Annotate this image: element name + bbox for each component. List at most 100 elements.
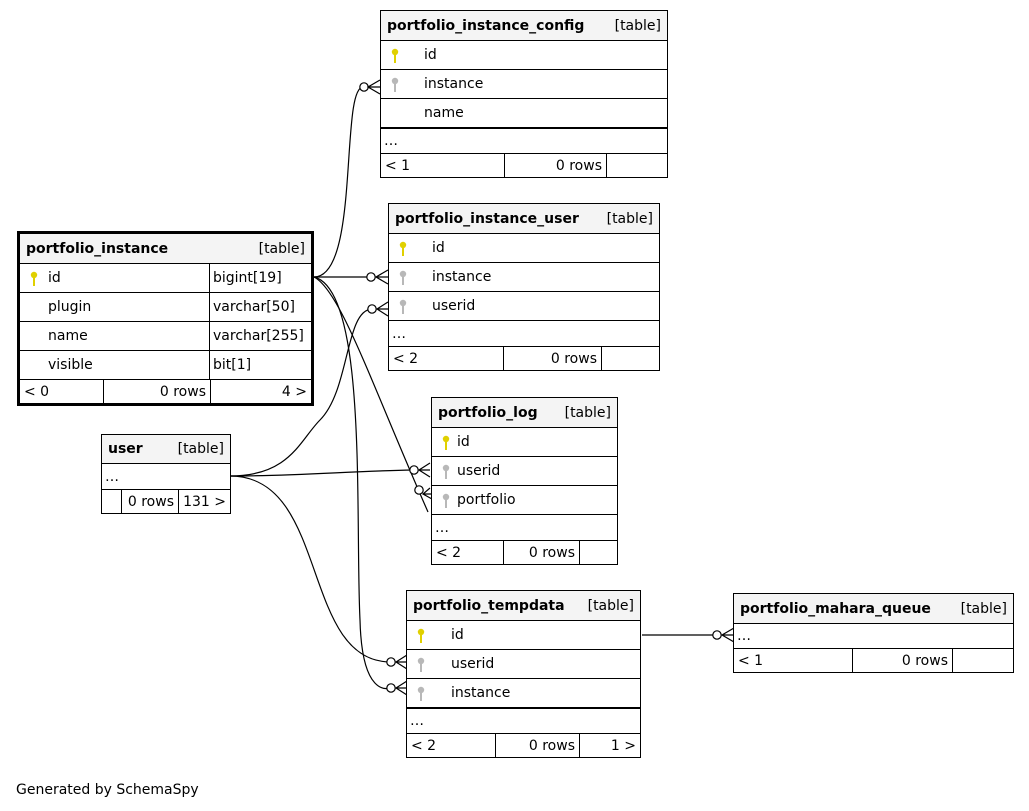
edge-instance-config [313, 86, 364, 278]
column-row: id [381, 40, 667, 69]
table-footer: < 2 0 rows 1 > [407, 733, 640, 757]
parents-count[interactable]: < 1 [738, 652, 764, 669]
column-name: instance [451, 685, 511, 701]
children-count[interactable] [601, 347, 659, 370]
table-name: portfolio_instance_user [395, 210, 579, 227]
row-count: 0 rows [121, 490, 178, 513]
column-name: userid [457, 463, 501, 479]
more-columns-ellipsis: … [407, 707, 640, 733]
table-footer: < 1 0 rows [381, 153, 667, 177]
row-count: 0 rows [504, 154, 606, 177]
foreign-key-icon [442, 493, 450, 508]
parents-count[interactable]: < 0 [24, 383, 50, 400]
row-count: 0 rows [495, 734, 579, 757]
children-count[interactable] [579, 541, 617, 564]
crowfoot-icon [394, 680, 408, 696]
parents-count[interactable] [102, 490, 121, 513]
foreign-key-icon [399, 270, 407, 285]
more-columns-ellipsis: … [734, 623, 1013, 648]
crowfoot-icon [417, 462, 431, 478]
crowfoot-icon [720, 627, 735, 643]
table-portfolio-mahara-queue[interactable]: portfolio_mahara_queue [table] … < 1 0 r… [733, 593, 1014, 673]
edge-user-instance-user [229, 308, 373, 477]
children-count[interactable]: 1 > [579, 734, 640, 757]
column-name: plugin [48, 299, 92, 315]
row-count: 0 rows [852, 649, 952, 672]
edge-end-circle [712, 630, 722, 640]
edge-log-portfolio [313, 276, 429, 513]
edge-end-circle [367, 304, 377, 314]
table-header: portfolio_mahara_queue [table] [734, 594, 1013, 623]
column-row: instance [389, 262, 659, 291]
edge-end-circle [366, 272, 376, 282]
column-name: id [424, 47, 437, 63]
crowfoot-icon [366, 79, 381, 95]
column-row: portfolio [432, 485, 617, 514]
primary-key-icon [399, 241, 407, 256]
primary-key-icon [30, 271, 38, 286]
table-type-tag: [table] [258, 240, 305, 257]
column-name: portfolio [457, 492, 516, 508]
table-name: portfolio_tempdata [413, 597, 565, 614]
column-name: userid [451, 656, 495, 672]
column-name: name [424, 105, 464, 121]
parents-count[interactable]: < 2 [436, 544, 462, 561]
column-name: instance [432, 269, 492, 285]
parents-count[interactable]: < 2 [411, 737, 437, 754]
generated-by-footer: Generated by SchemaSpy [16, 782, 199, 798]
table-type-tag: [table] [564, 404, 611, 421]
row-count: 0 rows [503, 541, 579, 564]
table-name: portfolio_instance [26, 240, 169, 257]
table-type-tag: [table] [587, 597, 634, 614]
children-count[interactable] [606, 154, 667, 177]
column-name: id [48, 270, 61, 286]
table-portfolio-instance[interactable]: portfolio_instance [table] id bigint[19]… [17, 231, 314, 406]
edge-end-circle [409, 465, 419, 475]
column-type: bigint[19] [209, 264, 282, 292]
foreign-key-icon [417, 686, 425, 701]
parents-count[interactable]: < 2 [393, 350, 419, 367]
column-row: instance [381, 69, 667, 98]
column-type: varchar[50] [209, 293, 295, 321]
crowfoot-icon [374, 269, 389, 285]
parents-count[interactable]: < 1 [385, 157, 411, 174]
column-row: userid [407, 649, 640, 678]
children-count[interactable] [952, 649, 1013, 672]
column-row: userid [432, 456, 617, 485]
foreign-key-icon [399, 299, 407, 314]
edge-tempdata-instance [313, 276, 392, 690]
edge-user-tempdata [229, 475, 392, 663]
column-row: visible bit[1] [20, 350, 311, 379]
foreign-key-icon [391, 77, 399, 92]
column-type: bit[1] [209, 351, 251, 379]
table-name: portfolio_mahara_queue [740, 600, 931, 617]
crowfoot-icon [394, 654, 408, 670]
table-user[interactable]: user [table] … 0 rows 131 > [101, 434, 231, 514]
edge-end-circle [386, 657, 396, 667]
table-portfolio-log[interactable]: portfolio_log [table] id userid portfoli… [431, 397, 618, 565]
table-portfolio-instance-config[interactable]: portfolio_instance_config [table] id ins… [380, 10, 668, 178]
edge-user-log [229, 469, 414, 477]
crowfoot-icon [375, 301, 389, 317]
table-footer: < 1 0 rows [734, 648, 1013, 672]
edge-end-circle [386, 683, 396, 693]
table-name: user [108, 441, 143, 457]
more-columns-ellipsis: … [432, 514, 617, 540]
foreign-key-icon [417, 657, 425, 672]
foreign-key-icon [442, 464, 450, 479]
column-row: plugin varchar[50] [20, 292, 311, 321]
children-count[interactable]: 4 > [210, 380, 311, 403]
table-portfolio-tempdata[interactable]: portfolio_tempdata [table] id userid ins… [406, 590, 641, 758]
table-footer: < 2 0 rows [432, 540, 617, 564]
column-name: name [48, 328, 88, 344]
column-name: userid [432, 298, 476, 314]
row-count: 0 rows [503, 347, 601, 370]
table-portfolio-instance-user[interactable]: portfolio_instance_user [table] id insta… [388, 203, 660, 371]
table-header: portfolio_instance [table] [20, 234, 311, 263]
children-count[interactable]: 131 > [178, 490, 230, 513]
column-name: id [432, 240, 445, 256]
column-row: instance [407, 678, 640, 707]
table-footer: < 0 0 rows 4 > [20, 379, 311, 403]
table-header: portfolio_instance_user [table] [389, 204, 659, 233]
table-footer: < 2 0 rows [389, 346, 659, 370]
